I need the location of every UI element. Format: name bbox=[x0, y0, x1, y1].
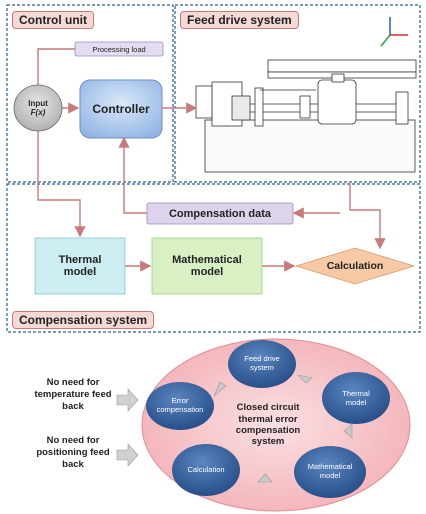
cycle-node-thermal-shape bbox=[322, 372, 390, 424]
controller-box-shape bbox=[79, 79, 163, 139]
cycle-center-text: Closed circuit thermal error compensatio… bbox=[235, 402, 301, 448]
cycle-node-calculation: Calculation bbox=[187, 464, 225, 474]
cycle-node-error-compensation: Error compensation bbox=[156, 396, 204, 414]
cycle-node-feed-drive-shape bbox=[228, 340, 296, 388]
controller-box: Controller bbox=[92, 102, 150, 116]
thermal-model-box: Thermal model bbox=[58, 254, 102, 278]
cycle-node-error-shape bbox=[146, 382, 214, 430]
temperature-feedback-note: No need for temperature feed back bbox=[34, 377, 112, 412]
processing-load-label: Processing load bbox=[92, 44, 146, 54]
feed-drive-label: Feed drive system bbox=[180, 11, 299, 29]
calculation-diamond-shape bbox=[294, 247, 416, 285]
input-label: Input bbox=[28, 99, 48, 108]
compensation-system-label: Compensation system bbox=[12, 311, 155, 329]
temperature-arrow-icon bbox=[116, 388, 139, 412]
thermal-model-box-shape bbox=[34, 237, 126, 295]
cycle-node-math-shape bbox=[294, 446, 366, 498]
positioning-feedback-note: No need for positioning feed back bbox=[36, 435, 110, 470]
math-model-box-shape bbox=[151, 237, 263, 295]
positioning-arrow-icon bbox=[116, 443, 139, 467]
compensation-data-box: Compensation data bbox=[168, 207, 272, 220]
feed-drive-drawing bbox=[195, 59, 417, 173]
input-function-label: F(x) bbox=[30, 108, 46, 117]
mathematical-model-box: Mathematical model bbox=[172, 254, 242, 278]
axis-icon bbox=[380, 17, 408, 47]
compensation-data-box-shape bbox=[146, 202, 294, 225]
calculation-diamond: Calculation bbox=[326, 260, 384, 272]
input-node-shape bbox=[13, 84, 63, 132]
cycle-node-mathematical-model: Mathematical model bbox=[307, 462, 353, 480]
cycle-node-calc-shape bbox=[172, 444, 240, 496]
flow-arrows bbox=[37, 48, 386, 272]
control-unit-label: Control unit bbox=[12, 11, 94, 29]
cycle-node-feed-drive: Feed drive system bbox=[244, 354, 280, 372]
cycle-node-thermal-model: Thermal model bbox=[342, 389, 370, 407]
input-node: Input F(x) bbox=[14, 92, 62, 124]
processing-load-box-shape bbox=[74, 41, 164, 57]
